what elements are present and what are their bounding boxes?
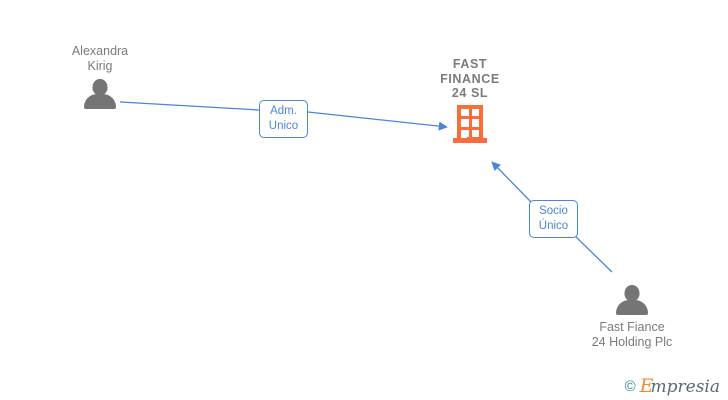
building-icon (453, 104, 487, 143)
edge-label-line: Único (538, 220, 569, 232)
company-title-line: FAST (452, 57, 488, 71)
edge-label-socio-unico[interactable]: Socio Único (529, 200, 578, 238)
edge-socio-unico-segment-upper (491, 161, 532, 203)
company-title-line: 24 SL (451, 86, 489, 100)
person-body-shape (84, 94, 116, 109)
company-title-line: FINANCE (440, 71, 500, 86)
node-label-fast-fiance-holding: Fast Fiance 24 Holding Plc (567, 320, 697, 350)
node-label-line: Kirig (87, 59, 113, 73)
building-base-shape (453, 137, 487, 143)
edge-label-line: Adm. (270, 105, 297, 117)
brand-initial: E (639, 375, 654, 397)
watermark-empresia: © E mpresia (625, 377, 720, 396)
node-person-alexandra[interactable]: Alexandra Kirig (50, 44, 150, 109)
edge-label-adm-unico[interactable]: Adm. Unico (259, 100, 308, 138)
building-window (471, 129, 479, 138)
node-company-fast-finance[interactable]: FAST FINANCE 24 SL (410, 57, 530, 143)
person-icon (615, 285, 649, 315)
node-label-line: Fast Fiance (599, 320, 665, 334)
brand-name: mpresia (650, 377, 721, 397)
building-door (461, 129, 467, 138)
edge-adm-unico-segment-left (119, 101, 260, 111)
node-label-alexandra: Alexandra Kirig (50, 44, 150, 74)
edge-label-line: Socio (539, 205, 568, 217)
person-head-shape (624, 285, 640, 301)
edge-socio-unico-segment-lower (574, 235, 613, 273)
node-person-fast-fiance-holding[interactable]: Fast Fiance 24 Holding Plc (567, 285, 697, 350)
copyright-icon: © (624, 378, 636, 395)
edge-adm-unico-segment-right (307, 111, 448, 131)
node-label-line: 24 Holding Plc (591, 335, 673, 349)
edge-label-line: Unico (268, 120, 299, 132)
company-title: FAST FINANCE 24 SL (410, 57, 530, 101)
person-icon (83, 79, 117, 109)
building-window (471, 108, 479, 117)
building-window (471, 119, 479, 127)
person-head-shape (92, 79, 108, 95)
building-window (461, 119, 469, 127)
person-body-shape (616, 300, 648, 315)
node-label-line: Alexandra (71, 44, 129, 58)
building-window (461, 108, 469, 117)
